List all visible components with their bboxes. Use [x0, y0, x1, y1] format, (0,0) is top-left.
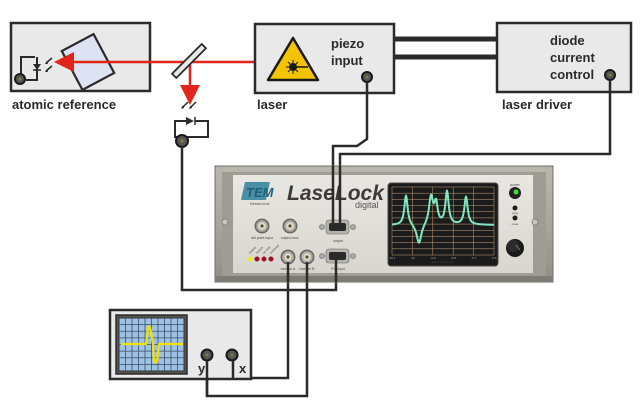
photodetector-icon — [174, 101, 209, 148]
reset-label: reset — [512, 222, 519, 226]
laselock-device: TEM Messtechnik LaseLock digital set poi… — [214, 165, 554, 283]
beam-splitter-icon — [170, 42, 208, 80]
atomic-reference-box — [9, 21, 152, 93]
reset-button[interactable]: reset — [512, 215, 519, 227]
led-label-locked: locked — [248, 246, 257, 255]
laser-beam — [54, 52, 282, 105]
output-label: output — [333, 239, 343, 243]
tem-logo: TEM Messtechnik — [241, 182, 275, 206]
set-point-input-label: set point input — [251, 236, 273, 240]
oscilloscope — [108, 308, 253, 381]
input-label: input — [331, 53, 363, 68]
pc-input-label: PC input — [331, 267, 344, 271]
current-label: current — [550, 50, 595, 65]
piezo-label: piezo — [331, 36, 364, 51]
display-xlabel: piezo voltage [V] — [432, 260, 454, 264]
status-leds: locked search no lock overload — [247, 244, 280, 262]
scope-x-port[interactable] — [225, 348, 239, 362]
set-point-input-connector[interactable]: set point input — [251, 218, 273, 240]
power-label: power — [510, 183, 520, 187]
led-overload — [268, 256, 274, 262]
output-mod-connector[interactable]: output mod. — [281, 218, 300, 240]
power-button[interactable]: power — [509, 183, 521, 199]
control-label: control — [550, 67, 594, 82]
scope-y-port[interactable] — [200, 348, 214, 362]
brand-text: TEM — [246, 185, 275, 200]
product-sub: digital — [355, 200, 379, 210]
display-trace — [391, 189, 495, 244]
led-label-search: search — [255, 245, 264, 254]
led-search — [254, 256, 260, 262]
prog-label: prog — [512, 211, 518, 215]
laser-box — [253, 22, 396, 95]
display-xtick: -10.1 — [389, 256, 396, 260]
display-xtick: -10 — [410, 256, 415, 260]
laser-driver-box — [495, 21, 633, 94]
output-mod-label: output mod. — [281, 236, 300, 240]
control-knob[interactable] — [506, 239, 524, 257]
led-no-lock — [261, 256, 267, 262]
laser-driver-link — [394, 36, 497, 60]
scope-trace — [121, 325, 183, 364]
display-xtick: -9.9 — [430, 256, 436, 260]
display-xtick: -9.6 — [491, 256, 497, 260]
diode-label: diode — [550, 33, 585, 48]
prog-button[interactable]: prog — [512, 205, 518, 216]
scope-y-label: y — [198, 361, 206, 376]
laser-driver-label: laser driver — [502, 97, 572, 112]
atomic-reference-label: atomic reference — [12, 97, 116, 112]
led-label-no-lock: no lock — [262, 245, 272, 255]
laselock-display: piezo voltage [V] -10.1 -10 -9.9 -9.8 -9.7 -9… — [387, 182, 499, 267]
pc-input-connector[interactable]: PC input — [319, 248, 356, 271]
laser-warning-icon — [266, 36, 320, 82]
led-label-overload: overload — [269, 244, 280, 255]
laser-label: laser — [257, 97, 287, 112]
led-locked — [247, 256, 253, 262]
cable-overlays — [286, 166, 342, 282]
display-xtick: -9.7 — [471, 256, 477, 260]
product-name: LaseLock — [287, 182, 385, 205]
scope-x-label: x — [239, 361, 247, 376]
photodiode-icon — [14, 56, 53, 85]
brand-sub-text: Messtechnik — [250, 202, 270, 206]
scope-cable-tails — [205, 361, 235, 396]
display-xticks: -10.1 -10 -9.9 -9.8 -9.7 -9.6 — [389, 256, 497, 260]
display-xtick: -9.8 — [451, 256, 457, 260]
